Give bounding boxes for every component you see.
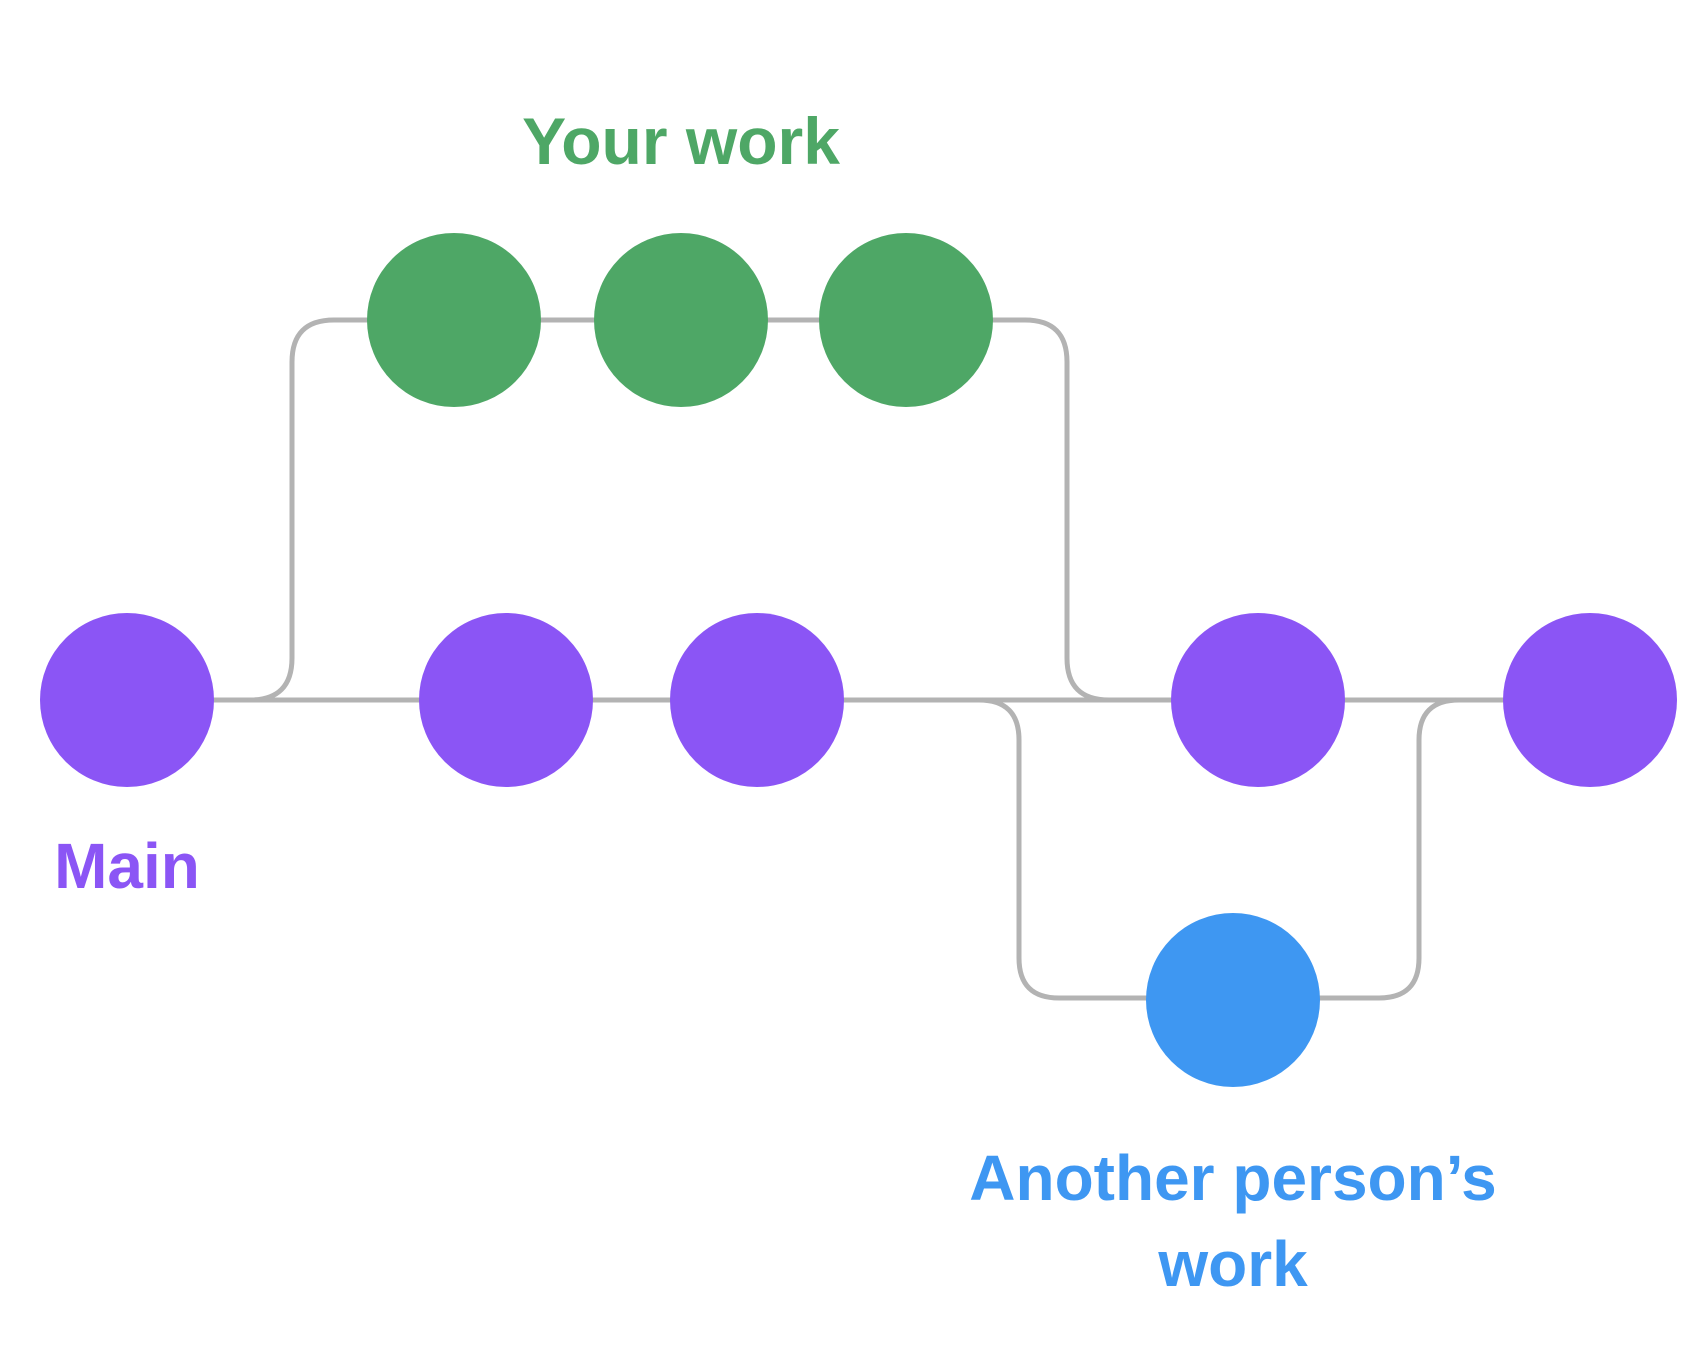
your-work-label: Your work (522, 104, 840, 178)
nodes-layer (40, 233, 1677, 1087)
commit-node-main-1 (40, 613, 214, 787)
main-label: Main (54, 830, 200, 902)
commit-node-your-work-2 (594, 233, 768, 407)
commit-node-main-4 (1171, 613, 1345, 787)
commit-node-main-3 (670, 613, 844, 787)
commit-node-another-person-1 (1146, 913, 1320, 1087)
labels-layer: Your work Main Another person’s work (54, 104, 1497, 1300)
another-person-label-line1: Another person’s (969, 1142, 1496, 1214)
commit-node-your-work-1 (367, 233, 541, 407)
commit-node-main-5 (1503, 613, 1677, 787)
edges-layer (124, 317, 1593, 1001)
commit-node-main-2 (419, 613, 593, 787)
another-person-label-line2: work (1157, 1228, 1308, 1300)
commit-node-your-work-3 (819, 233, 993, 407)
